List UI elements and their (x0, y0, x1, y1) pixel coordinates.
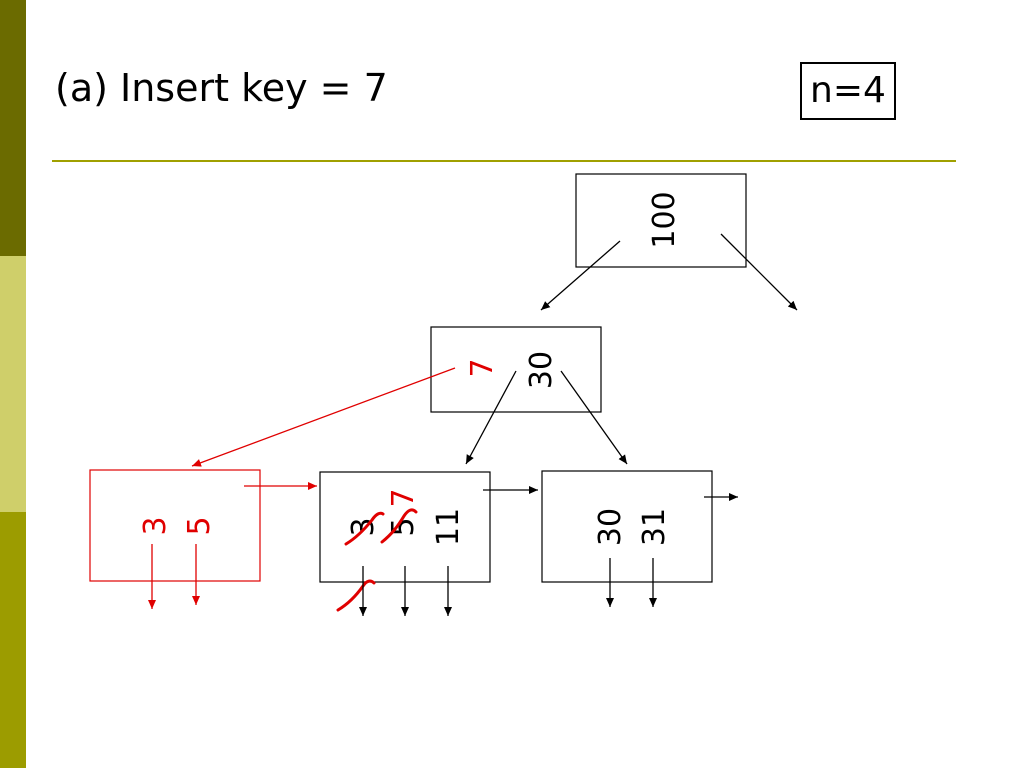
root-left-pointer (540, 240, 621, 311)
internal-new-key: 7 (465, 358, 500, 377)
root-right-pointer (720, 233, 798, 311)
root-key: 100 (647, 191, 682, 248)
internal-key: 30 (524, 351, 559, 389)
strike-mark-record-pointer (336, 579, 376, 612)
right-leaf-key-1: 30 (593, 508, 628, 546)
right-leaf-key-2: 31 (637, 508, 672, 546)
title-divider (52, 160, 956, 162)
internal-new-leaf-pointer (191, 367, 456, 467)
split-leaf-key-1: 3 (346, 517, 381, 536)
split-leaf-key-2: 5 (386, 517, 421, 536)
new-leaf-key-1: 3 (138, 516, 173, 535)
left-accent-bar-top (0, 0, 26, 256)
internal-node (430, 326, 602, 413)
internal-right-pointer (560, 370, 628, 465)
root-node (575, 173, 747, 268)
new-leaf-key-2: 5 (182, 516, 217, 535)
split-leaf-key-3: 7 (386, 488, 421, 507)
strike-mark-key-3 (344, 511, 385, 546)
slide-title: (a) Insert key = 7 (55, 66, 388, 110)
split-leaf-node (319, 471, 491, 583)
right-leaf-node (541, 470, 713, 583)
split-leaf-key-4: 11 (431, 508, 466, 546)
order-label-box: n=4 (800, 62, 896, 120)
left-accent-bar-bottom (0, 512, 26, 768)
internal-middle-pointer (465, 370, 517, 465)
left-accent-bar-middle (0, 256, 26, 512)
new-leaf-node (89, 469, 261, 582)
strike-mark-key-5 (380, 508, 418, 544)
